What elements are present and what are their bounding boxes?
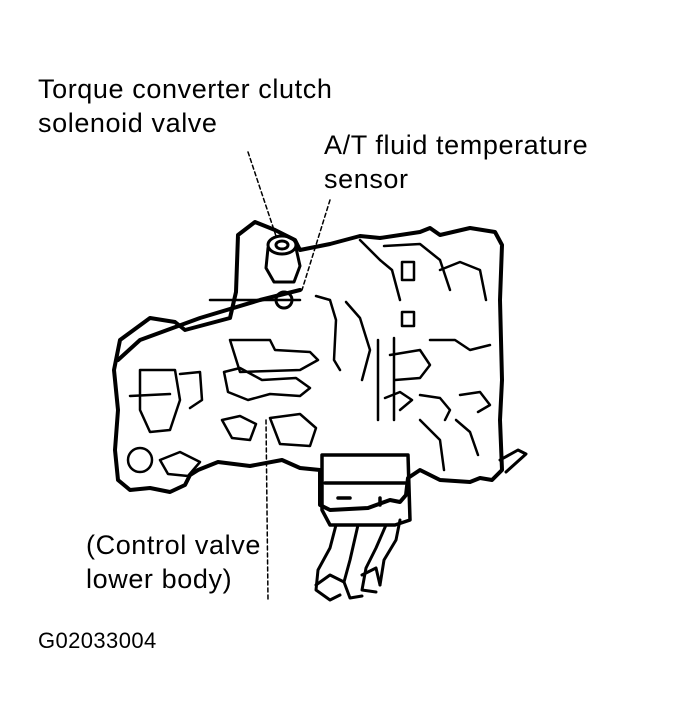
callout-lower-body-line2: lower body)	[86, 564, 233, 594]
internal-passages	[126, 238, 492, 478]
callout-tcc-line2: solenoid valve	[38, 108, 218, 138]
callout-sensor-line2: sensor	[324, 164, 409, 194]
callout-tcc-solenoid-valve: Torque converter clutch solenoid valve	[38, 72, 332, 140]
leader-lines	[247, 151, 331, 601]
connector-leads	[314, 518, 402, 602]
figure-code: G02033004	[38, 628, 157, 653]
callout-control-valve-lower-body: (Control valve lower body)	[86, 528, 261, 596]
callout-tcc-line1: Torque converter clutch	[38, 74, 333, 104]
drain-spout	[498, 448, 528, 474]
callout-lower-body-line1: (Control valve	[86, 530, 261, 560]
solenoid-block	[320, 453, 412, 527]
callout-fluid-temperature-sensor: A/T fluid temperature sensor	[324, 128, 588, 196]
callout-sensor-line1: A/T fluid temperature	[324, 130, 589, 160]
